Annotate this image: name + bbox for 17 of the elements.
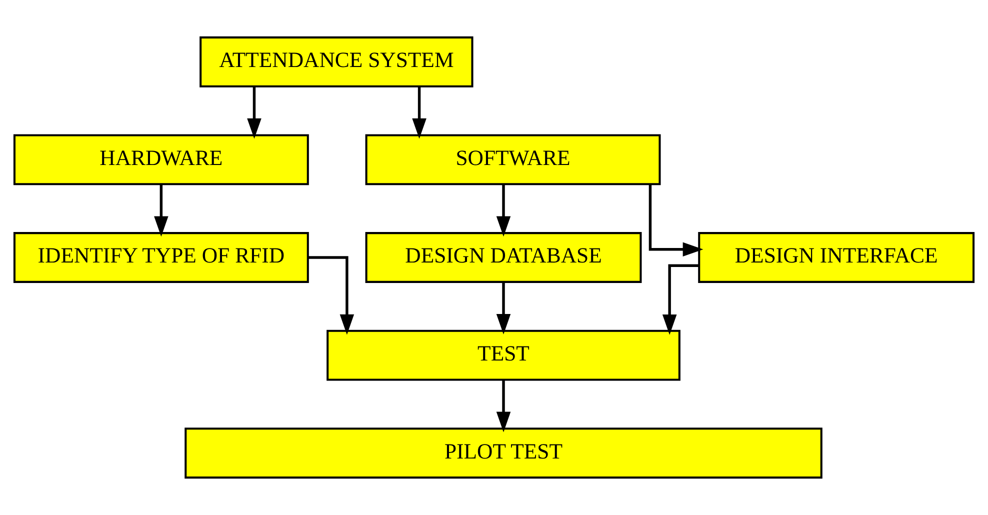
- node-box: ATTENDANCE SYSTEM: [200, 36, 474, 88]
- node-box: DESIGN INTERFACE: [698, 232, 975, 283]
- node-box: IDENTIFY TYPE OF RFID: [13, 232, 309, 283]
- arrow: [496, 380, 511, 432]
- arrow: [412, 86, 426, 139]
- arrow: [496, 282, 511, 334]
- node-box: DESIGN DATABASE: [365, 232, 642, 283]
- arrow: [496, 184, 511, 237]
- node-box: HARDWARE: [13, 134, 309, 186]
- arrow: [662, 264, 699, 335]
- node-box: PILOT TEST: [184, 428, 822, 479]
- node-box: TEST: [326, 330, 680, 381]
- arrow: [648, 184, 704, 256]
- node-box: SOFTWARE: [365, 134, 661, 186]
- arrow: [154, 184, 168, 237]
- arrow: [247, 86, 262, 139]
- arrow: [308, 256, 354, 335]
